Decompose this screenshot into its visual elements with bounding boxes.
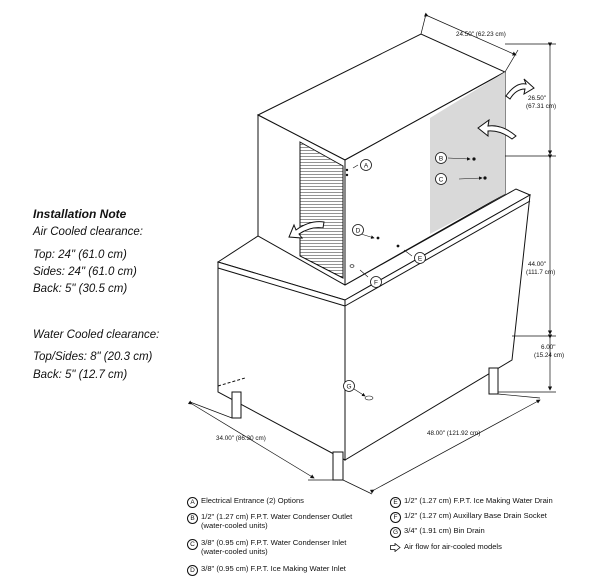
- legend-item-airflow: Air flow for air-cooled models: [390, 542, 502, 552]
- legend-text-c: 3/8" (0.95 cm) F.P.T. Water Condenser In…: [201, 538, 347, 547]
- legend-item-a: A Electrical Entrance (2) Options: [187, 496, 304, 508]
- legend-mark-c: C: [187, 539, 198, 550]
- dim-bin-height-2: (111.7 cm): [526, 269, 555, 276]
- legend-item-f: F 1/2" (1.27 cm) Auxillary Base Drain So…: [390, 511, 547, 523]
- legend-text-e: 1/2" (1.27 cm) F.P.T. Ice Making Water D…: [404, 496, 553, 505]
- legend-text-a: Electrical Entrance (2) Options: [201, 496, 304, 505]
- water-clearance-back: Back: 5" (12.7 cm): [33, 369, 128, 381]
- legend-mark-d: D: [187, 565, 198, 576]
- callout-bubble-f: [370, 276, 382, 288]
- legend-item-g: G 3/4" (1.91 cm) Bin Drain: [390, 526, 485, 538]
- dim-front-width: 34.00" (86.30 cm): [216, 435, 266, 442]
- legend-item-e: E 1/2" (1.27 cm) F.P.T. Ice Making Water…: [390, 496, 553, 508]
- airflow-arrow-in-side: [477, 118, 517, 140]
- air-intake-grille: [299, 141, 344, 279]
- legend-item-d: D 3/8" (0.95 cm) F.P.T. Ice Making Water…: [187, 564, 346, 576]
- callout-bubble-b: [435, 152, 447, 164]
- water-clearance-top-sides: Top/Sides: 8" (20.3 cm): [33, 351, 153, 363]
- air-clearance-top: Top: 24" (61.0 cm): [33, 249, 127, 261]
- legend-item-b: B 1/2" (1.27 cm) F.P.T. Water Condenser …: [187, 512, 353, 530]
- callout-bubble-g: [343, 380, 355, 392]
- callout-label-d: D: [356, 227, 361, 234]
- legend-mark-a: A: [187, 497, 198, 508]
- bin-side-face: [344, 194, 531, 461]
- legend-text-g: 3/4" (1.91 cm) Bin Drain: [404, 526, 485, 535]
- airflow-arrow-in-front: [288, 221, 325, 239]
- dim-side-depth: 48.00" (121.92 cm): [427, 430, 480, 437]
- dim-leg-height-1: 6.00": [541, 344, 556, 351]
- leg-front-right: [332, 451, 344, 481]
- legend-text-f: 1/2" (1.27 cm) Auxillary Base Drain Sock…: [404, 511, 547, 520]
- callout-bubble-e: [414, 252, 426, 264]
- callout-bubble-c: [435, 173, 447, 185]
- water-cooled-heading: Water Cooled clearance:: [33, 329, 160, 341]
- callout-label-a: A: [364, 162, 369, 169]
- legend-mark-g: G: [390, 527, 401, 538]
- installation-note-title: Installation Note: [33, 207, 127, 221]
- legend-mark-e: E: [390, 497, 401, 508]
- condenser-panel: [430, 72, 505, 234]
- legend-item-c: C 3/8" (0.95 cm) F.P.T. Water Condenser …: [187, 538, 347, 556]
- callout-label-b: B: [439, 155, 443, 162]
- legend-mark-f: F: [390, 512, 401, 523]
- air-cooled-heading: Air Cooled clearance:: [33, 226, 143, 238]
- legend-text-d: 3/8" (0.95 cm) F.P.T. Ice Making Water I…: [201, 564, 346, 573]
- dim-head-height-1: 26.50": [528, 95, 546, 102]
- airflow-arrow-out-top: [505, 78, 535, 100]
- callout-label-e: E: [418, 255, 423, 262]
- callout-label-c: C: [439, 176, 444, 183]
- leg-back-right: [488, 367, 499, 395]
- callout-label-f: F: [374, 279, 378, 286]
- legend-mark-b: B: [187, 513, 198, 524]
- callout-bubble-d: [352, 224, 364, 236]
- dim-leg-height-2: (15.24 cm): [534, 352, 564, 359]
- callout-bubble-a: [360, 159, 372, 171]
- legend-text-b: 1/2" (1.27 cm) F.P.T. Water Condenser Ou…: [201, 512, 353, 521]
- legend-text-c-2: (water-cooled units): [201, 546, 268, 556]
- legend-text-b-2: (water-cooled units): [201, 520, 268, 530]
- air-clearance-back: Back: 5" (30.5 cm): [33, 283, 128, 295]
- callout-label-g: G: [346, 383, 351, 390]
- dim-top-width: 24.50" (62.23 cm): [456, 31, 506, 38]
- dim-head-height-2: (67.31 cm): [526, 103, 556, 110]
- air-clearance-sides: Sides: 24" (61.0 cm): [33, 266, 137, 278]
- legend-text-airflow: Air flow for air-cooled models: [404, 542, 502, 551]
- dim-bin-height-1: 44.00": [528, 261, 546, 268]
- airflow-legend-icon: [390, 543, 401, 552]
